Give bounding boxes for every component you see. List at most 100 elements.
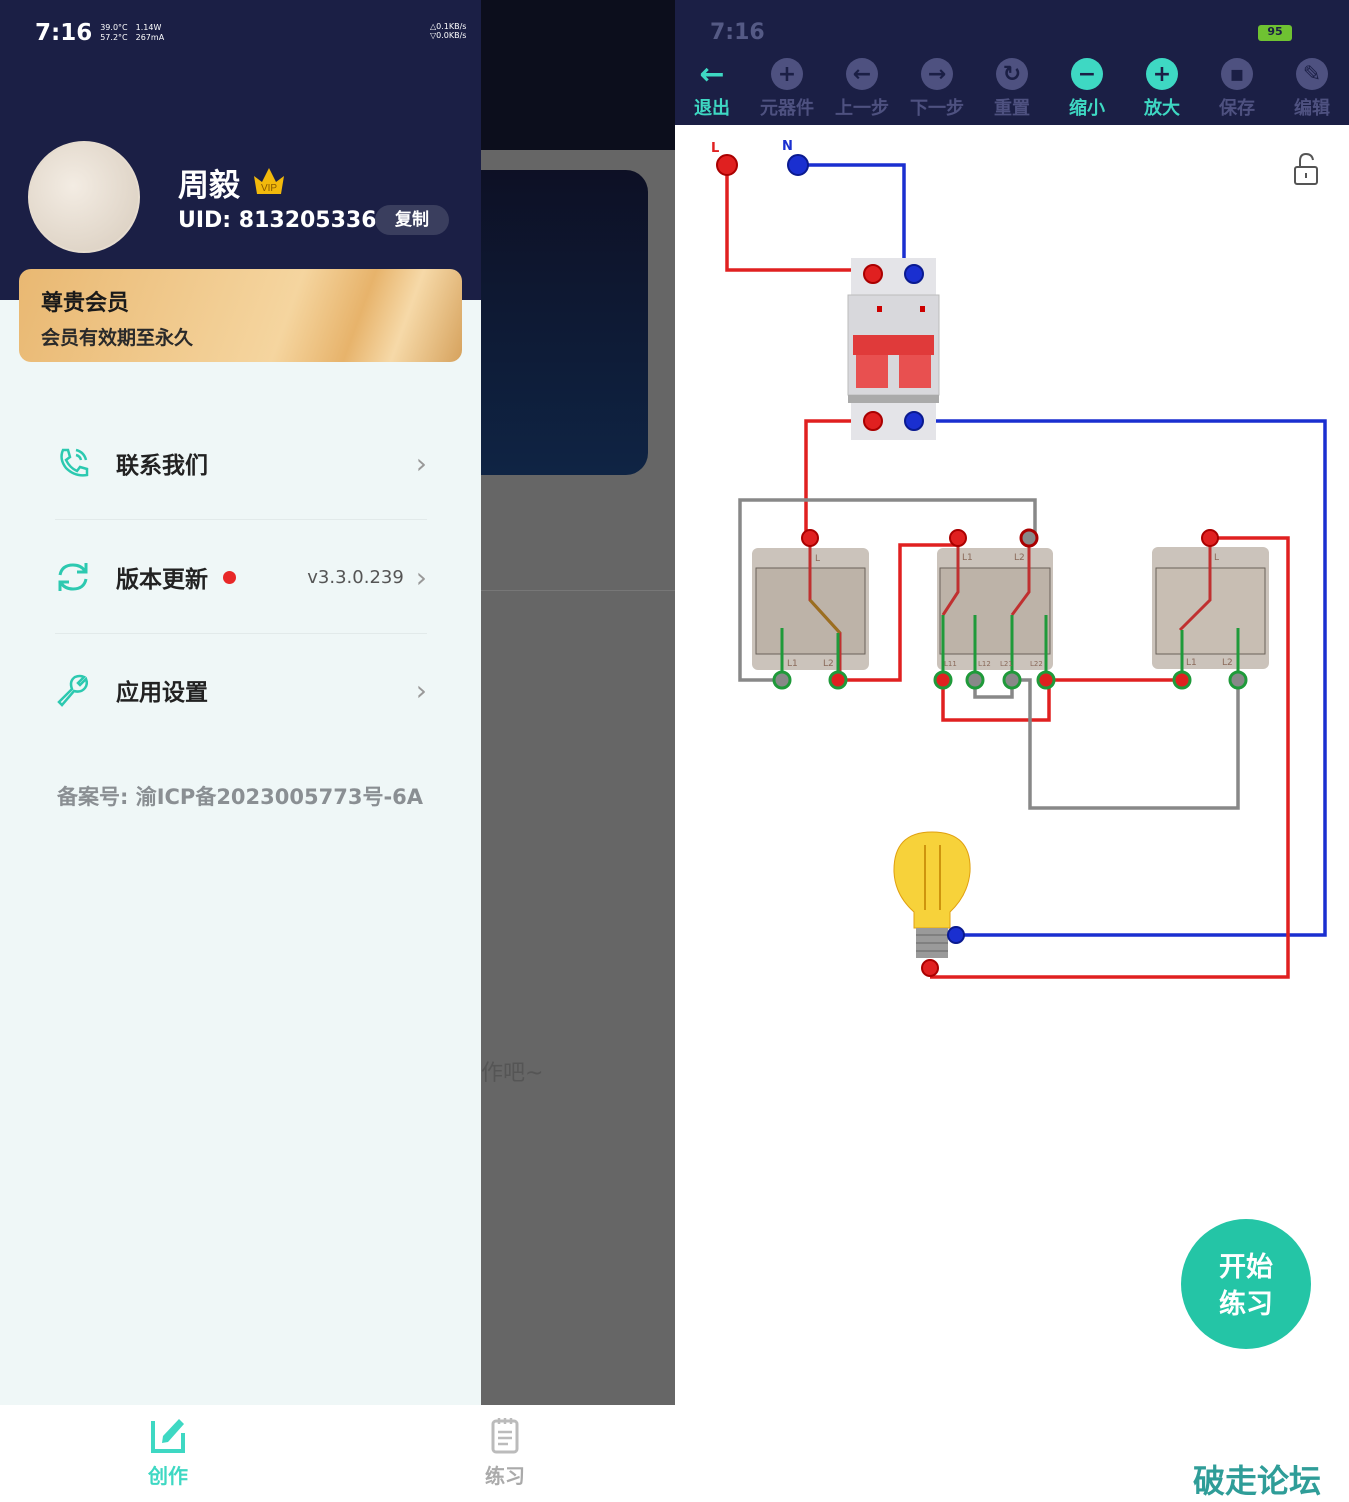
live-label: L — [711, 141, 719, 156]
switch-1[interactable]: L L1 L2 — [752, 545, 869, 680]
toolbar-redo-button[interactable]: → 下一步 — [901, 58, 973, 120]
toolbar-undo-button[interactable]: ← 上一步 — [826, 58, 898, 120]
start-practice-button[interactable]: 开始练习 — [1181, 1219, 1311, 1349]
menu-label: 联系我们 — [116, 453, 208, 479]
dimmed-banner — [481, 170, 648, 475]
chevron-right-icon: › — [415, 673, 427, 707]
plus-circle-icon: + — [771, 58, 803, 90]
light-bulb[interactable] — [893, 831, 971, 958]
menu-item-settings[interactable]: 应用设置 › — [55, 660, 427, 720]
avatar[interactable] — [28, 141, 140, 253]
toolbar-label: 退出 — [694, 98, 730, 119]
phone-icon — [60, 448, 89, 477]
status-time: 7:16 — [35, 20, 93, 46]
copy-uid-button[interactable]: 复制 — [375, 205, 449, 235]
lock-icon[interactable] — [1294, 152, 1318, 185]
membership-title: 尊贵会员 — [41, 291, 130, 316]
toolbar-exit-button[interactable]: ← 退出 — [676, 56, 748, 120]
user-name: 周毅 — [178, 168, 240, 204]
membership-card[interactable]: 尊贵会员 会员有效期至永久 — [19, 269, 462, 362]
wire-neutral — [798, 163, 914, 276]
toolbar-label: 保存 — [1219, 98, 1255, 119]
wire-live — [941, 680, 1051, 722]
watermark: 破走论坛 — [1193, 1462, 1322, 1500]
wire-live — [930, 536, 1290, 979]
dimmed-header — [481, 0, 675, 150]
version-value: v3.3.0.239 — [307, 566, 404, 588]
zoom-in-icon: + — [1146, 58, 1178, 90]
chevron-right-icon: › — [415, 560, 427, 594]
arrow-left-icon: ← — [699, 56, 725, 92]
switch-2[interactable]: L1 L2 L11 L12 L21 L22 — [937, 545, 1053, 680]
circuit-breaker[interactable] — [847, 258, 940, 440]
svg-text:VIP: VIP — [261, 183, 277, 194]
neutral-label: N — [782, 139, 793, 154]
divider — [55, 519, 427, 520]
reset-icon: ↻ — [996, 58, 1028, 90]
svg-text:L1: L1 — [962, 553, 973, 563]
wrench-icon — [57, 674, 89, 707]
toolbar-save-button[interactable]: ▪ 保存 — [1201, 58, 1273, 120]
vip-crown-icon: VIP — [254, 168, 284, 194]
toolbar-label: 下一步 — [910, 98, 964, 119]
toolbar-label: 编辑 — [1294, 98, 1330, 119]
toolbar-zoom-in-button[interactable]: + 放大 — [1126, 58, 1198, 120]
svg-text:L: L — [815, 554, 820, 564]
svg-text:L1: L1 — [787, 659, 798, 669]
toolbar-reset-button[interactable]: ↻ 重置 — [976, 58, 1048, 120]
svg-text:L2: L2 — [1222, 658, 1233, 668]
edit-icon: ✎ — [1296, 58, 1328, 90]
terminals — [716, 154, 1248, 977]
net-speed: △0.1KB/s▽0.0KB/s — [430, 22, 467, 40]
user-uid: UID: 813205336 — [178, 208, 377, 233]
icp-record: 备案号: 渝ICP备2023005773号-6A — [57, 785, 424, 809]
wire-traveler — [738, 498, 1037, 682]
menu-label: 应用设置 — [116, 680, 208, 706]
toolbar-components-button[interactable]: +元器件 — [751, 58, 823, 120]
switch-3[interactable]: L L1 L2 — [1152, 545, 1269, 680]
tab-label: 创作 — [148, 1464, 188, 1488]
refresh-icon — [58, 563, 88, 591]
edit-icon — [151, 1419, 185, 1453]
toolbar-edit-button[interactable]: ✎ 编辑 — [1276, 58, 1348, 120]
svg-text:L11: L11 — [944, 660, 957, 668]
svg-text:L2: L2 — [823, 659, 834, 669]
svg-text:L2: L2 — [1014, 553, 1025, 563]
circuit-canvas[interactable]: L N L L1 L2 L1 L2 L11 L12 L21 L22 L L1 L… — [675, 125, 1349, 1405]
tab-label: 练习 — [485, 1464, 525, 1488]
tab-create[interactable]: 创作 — [108, 1415, 228, 1489]
battery-indicator: 95 — [1258, 25, 1292, 41]
redo-icon: → — [921, 58, 953, 90]
toolbar-label: 上一步 — [835, 98, 889, 119]
wire-traveler — [1012, 678, 1240, 810]
update-dot — [223, 570, 236, 584]
toolbar-label: 放大 — [1144, 98, 1180, 119]
membership-subtitle: 会员有效期至永久 — [41, 327, 194, 349]
toolbar-zoom-out-button[interactable]: −缩小 — [1051, 58, 1123, 120]
menu-label: 版本更新 — [116, 567, 208, 593]
svg-text:L: L — [1214, 553, 1219, 563]
svg-text:L21: L21 — [1000, 660, 1013, 668]
dimmed-empty-text: 作吧~ — [481, 1061, 544, 1086]
menu-item-update[interactable]: 版本更新 v3.3.0.239 › — [55, 547, 427, 607]
toolbar-label: 重置 — [994, 98, 1030, 119]
wire-live — [725, 165, 873, 272]
status-time: 7:16 — [710, 20, 765, 45]
undo-icon: ← — [846, 58, 878, 90]
chevron-right-icon: › — [415, 446, 427, 480]
wire-neutral — [914, 419, 1327, 937]
divider — [481, 590, 675, 591]
zoom-out-icon: − — [1071, 58, 1103, 90]
bottom-nav — [0, 1405, 675, 1500]
svg-text:L1: L1 — [1186, 658, 1197, 668]
divider — [55, 633, 427, 634]
svg-text:L22: L22 — [1030, 660, 1043, 668]
save-icon: ▪ — [1221, 58, 1253, 90]
notepad-icon — [491, 1418, 519, 1454]
menu-item-contact[interactable]: 联系我们 › — [55, 433, 427, 493]
tab-practice[interactable]: 练习 — [445, 1415, 565, 1489]
